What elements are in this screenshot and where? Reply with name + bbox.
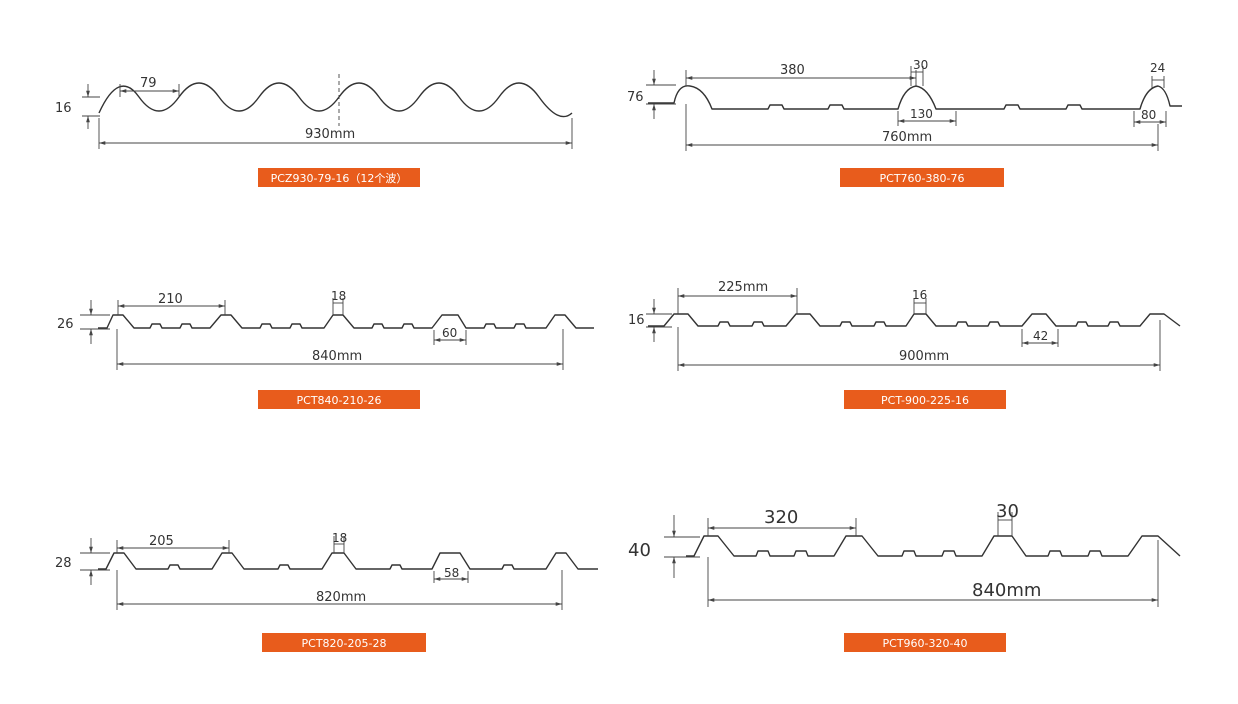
dim-top: 16 bbox=[912, 288, 927, 302]
dim-pitch: 380 bbox=[780, 63, 805, 78]
dim-height: 16 bbox=[55, 101, 72, 116]
panel-pct960: 40 320 30 840mm PCT960-320-40 bbox=[628, 501, 1181, 652]
dim-top: 30 bbox=[996, 501, 1019, 522]
profile-curve bbox=[686, 535, 1181, 557]
dim-total: 930mm bbox=[305, 127, 355, 142]
caption-box bbox=[844, 633, 1006, 652]
dim-height: 16 bbox=[628, 313, 645, 328]
dim-total: 840mm bbox=[312, 349, 362, 364]
dim-total: 760mm bbox=[882, 130, 932, 145]
profile-curve bbox=[648, 313, 1181, 327]
caption-label: PCT960-320-40 bbox=[883, 637, 968, 650]
dim-base: 42 bbox=[1033, 329, 1048, 343]
dim-height: 40 bbox=[628, 540, 651, 561]
dim-height: 26 bbox=[57, 317, 74, 332]
panel-pct840: 26 210 18 60 840mm PCT840-210-26 bbox=[57, 289, 594, 409]
profile-curve bbox=[648, 85, 1182, 110]
dim-height: 28 bbox=[55, 556, 72, 571]
dim-total: 900mm bbox=[899, 349, 949, 364]
dim-total: 840mm bbox=[972, 580, 1041, 601]
panel-pct760: 76 380 30 24 130 80 760mm PCT760-380-76 bbox=[627, 58, 1182, 187]
dim-pitch: 210 bbox=[158, 292, 183, 307]
caption-box bbox=[844, 390, 1006, 409]
dim-height: 76 bbox=[627, 90, 644, 105]
dim-base: 60 bbox=[442, 326, 457, 340]
caption-label: PCT820-205-28 bbox=[302, 637, 387, 650]
panel-pct820: 28 205 18 58 820mm PCT820-205-28 bbox=[55, 531, 598, 652]
panel-pct900: 16 225mm 16 42 900mm PCT-900-225-16 bbox=[628, 280, 1181, 409]
caption-label: PCZ930-79-16（12个波） bbox=[271, 172, 408, 185]
dim-pitch: 225mm bbox=[718, 280, 768, 295]
dim-base: 58 bbox=[444, 566, 459, 580]
dim-total: 820mm bbox=[316, 590, 366, 605]
dim-pitch: 79 bbox=[140, 76, 157, 91]
caption-label: PCT-900-225-16 bbox=[881, 394, 969, 407]
dim-top: 18 bbox=[332, 531, 347, 545]
caption-label: PCT760-380-76 bbox=[880, 172, 965, 185]
caption-box bbox=[262, 633, 426, 652]
panel-pcz930: 16 79 930mm PCZ930-79-16（12个波） bbox=[55, 74, 573, 187]
caption-label: PCT840-210-26 bbox=[297, 394, 382, 407]
dim-pitch: 205 bbox=[149, 534, 174, 549]
dim-top: 30 bbox=[913, 58, 928, 72]
profile-curve bbox=[98, 552, 598, 570]
dim-top: 18 bbox=[331, 289, 346, 303]
caption-box bbox=[840, 168, 1004, 187]
profile-curve bbox=[98, 314, 594, 329]
caption-box bbox=[258, 168, 420, 187]
dim-pitch: 320 bbox=[764, 507, 798, 528]
dim-base: 130 bbox=[910, 107, 933, 121]
profile-curve bbox=[98, 82, 573, 118]
dim-base-2: 80 bbox=[1141, 108, 1156, 122]
caption-box bbox=[258, 390, 420, 409]
dim-top-2: 24 bbox=[1150, 61, 1165, 75]
